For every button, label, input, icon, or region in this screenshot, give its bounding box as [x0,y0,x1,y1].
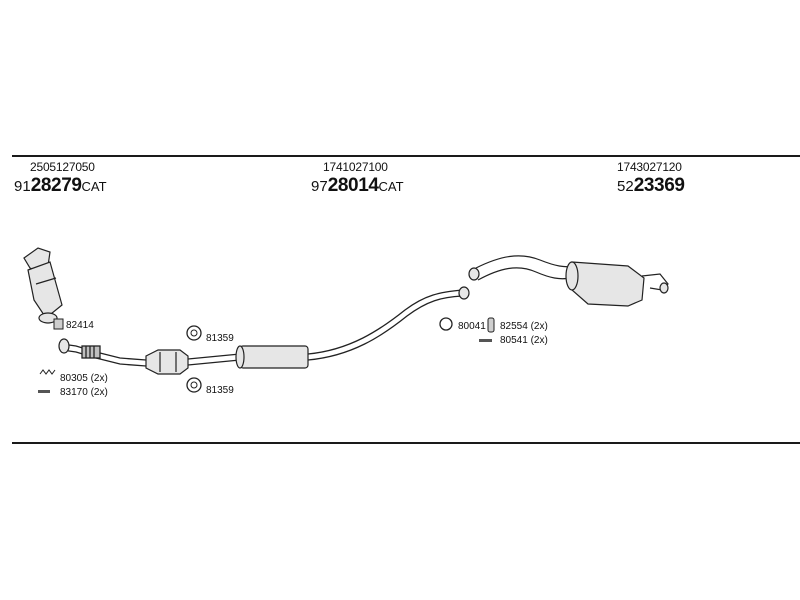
kit-number-rear: 5223369 [617,175,685,196]
spring-front-icon [39,369,56,375]
rear-silencer [468,255,669,307]
rear-pipe-flange [458,286,470,300]
bolt-rear-icon [479,339,492,342]
front-manifold-catalyst [23,247,63,324]
ring-bottom-inner [190,381,198,389]
part-number-middle: 1741027100 [323,160,388,174]
kit-number-middle: 9728014CAT [311,175,404,196]
callout-ring-top: 81359 [206,333,234,344]
main-catalyst [145,349,189,375]
callout-ring-bottom: 81359 [206,385,234,396]
ring-top-inner [190,329,198,337]
ring-bottom-icon [186,377,202,393]
bolt-front-icon [38,390,50,393]
kit-number-front: 9128279CAT [14,175,107,196]
callout-ring-rear: 80041 [458,321,486,332]
callout-spring-front: 80305 (2x) [60,373,108,384]
rear-pipe [307,289,463,361]
part-number-rear: 1743027120 [617,160,682,174]
front-pipe [61,343,147,367]
callout-bolt-rear: 80541 (2x) [500,335,548,346]
front-flange [58,338,70,354]
bottom-divider [12,442,800,444]
callout-hanger-rear: 82554 (2x) [500,321,548,332]
top-divider [12,155,800,157]
callout-bolt-front: 83170 (2x) [60,387,108,398]
part-number-front: 2505127050 [30,160,95,174]
centre-silencer [235,345,309,369]
mid-pipe [187,353,241,366]
ring-rear-icon [439,317,453,331]
hanger-rear-icon [487,317,495,333]
callout-front-bracket: 82414 [66,320,94,331]
ring-top-icon [186,325,202,341]
front-bracket-icon [53,318,64,330]
